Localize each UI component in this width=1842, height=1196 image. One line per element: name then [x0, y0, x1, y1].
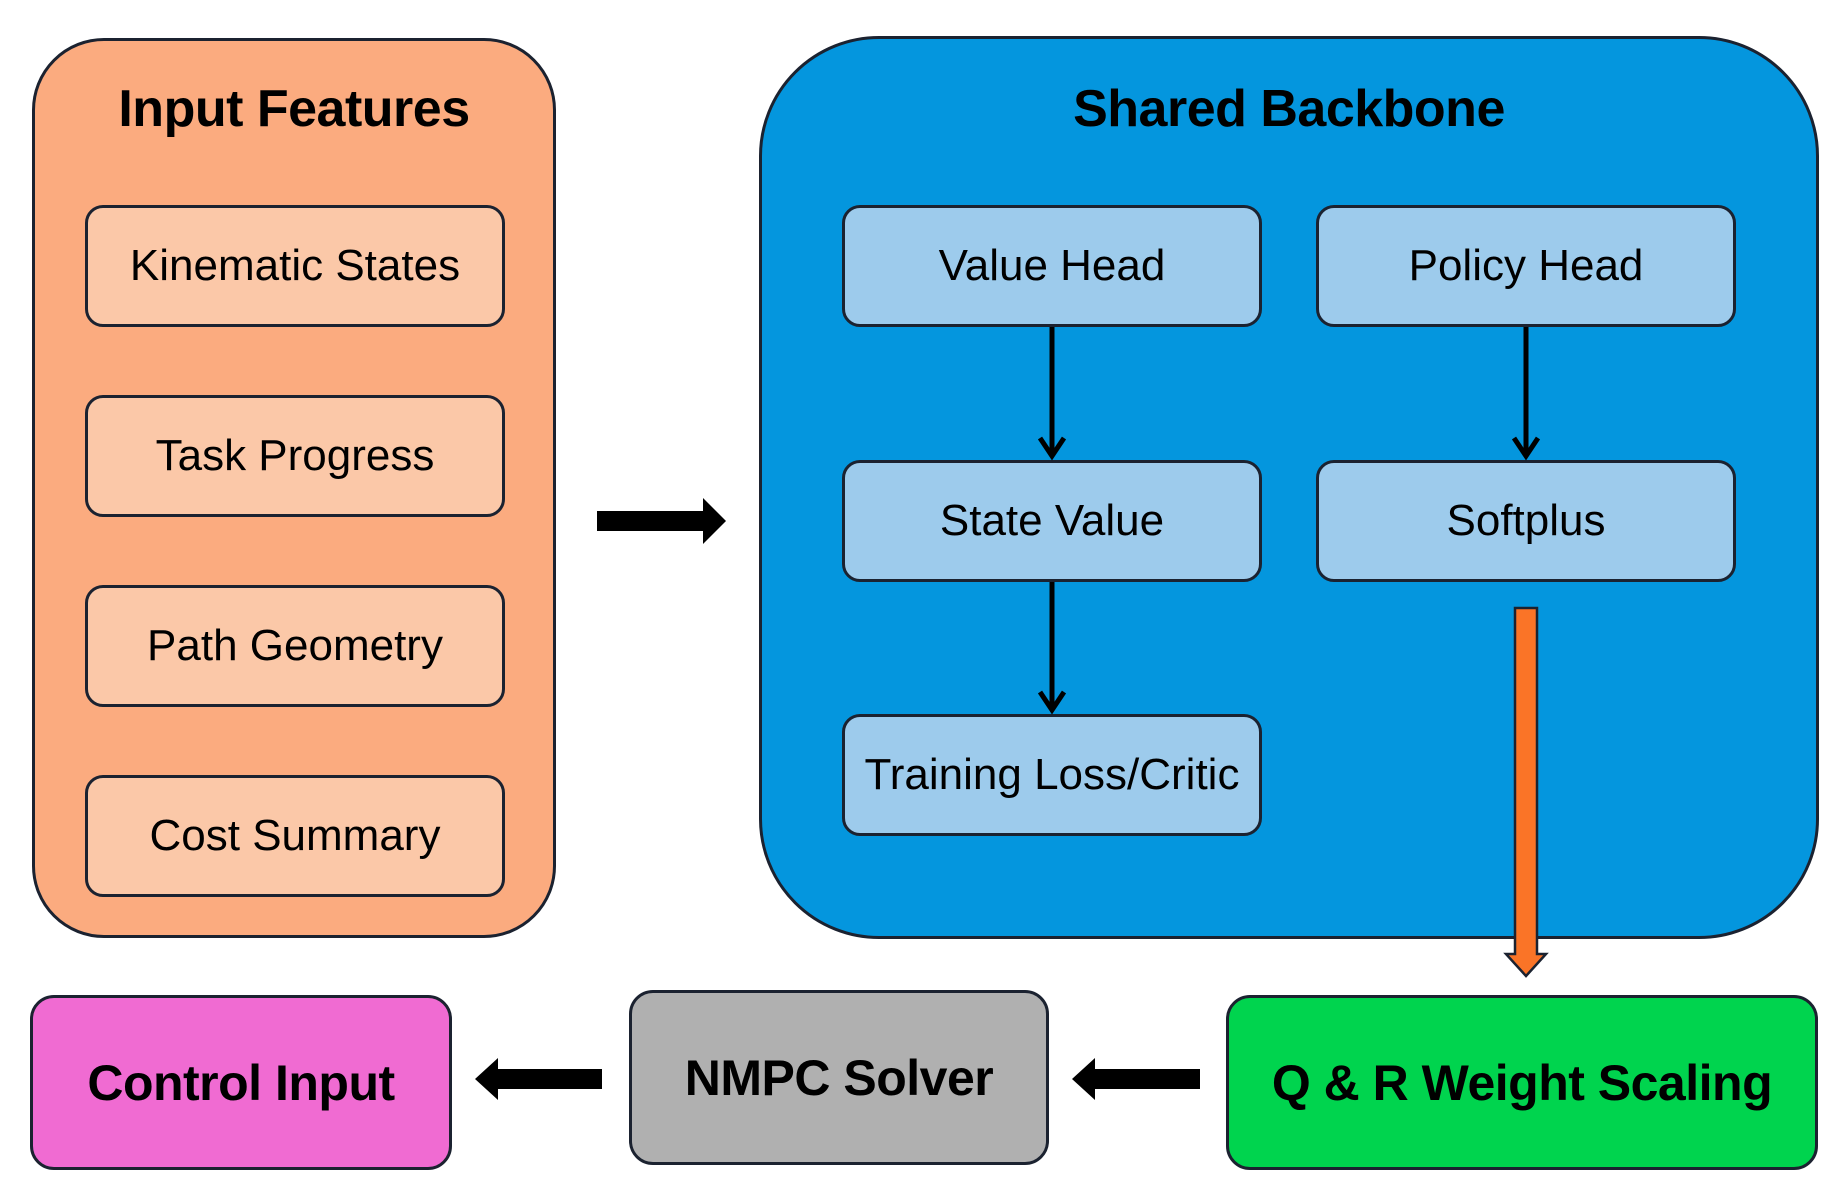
state-value-box: State Value: [842, 460, 1262, 582]
policy-head-box: Policy Head: [1316, 205, 1736, 327]
weight-scaling-box: Q & R Weight Scaling: [1226, 995, 1818, 1170]
input-item-kinematic-states: Kinematic States: [85, 205, 505, 327]
input-item-cost-summary: Cost Summary: [85, 775, 505, 897]
training-loss-box: Training Loss/Critic: [842, 714, 1262, 836]
softplus-box: Softplus: [1316, 460, 1736, 582]
input-item-task-progress: Task Progress: [85, 395, 505, 517]
control-input-box: Control Input: [30, 995, 452, 1170]
arrow-policy-head-to-softplus: [1511, 327, 1541, 461]
input-features-title: Input Features: [118, 80, 470, 138]
arrow-value-head-to-state-value: [1037, 327, 1067, 461]
nmpc-solver-box: NMPC Solver: [629, 990, 1049, 1165]
arrow-nmpc-to-control-input: [475, 1058, 602, 1100]
arrow-softplus-to-weight-scaling: [1503, 606, 1549, 978]
input-item-path-geometry: Path Geometry: [85, 585, 505, 707]
value-head-box: Value Head: [842, 205, 1262, 327]
arrow-weight-scaling-to-nmpc: [1072, 1058, 1200, 1100]
shared-backbone-title: Shared Backbone: [1073, 80, 1505, 138]
arrow-input-to-backbone: [597, 498, 726, 544]
arrow-state-value-to-training-loss: [1037, 582, 1067, 715]
